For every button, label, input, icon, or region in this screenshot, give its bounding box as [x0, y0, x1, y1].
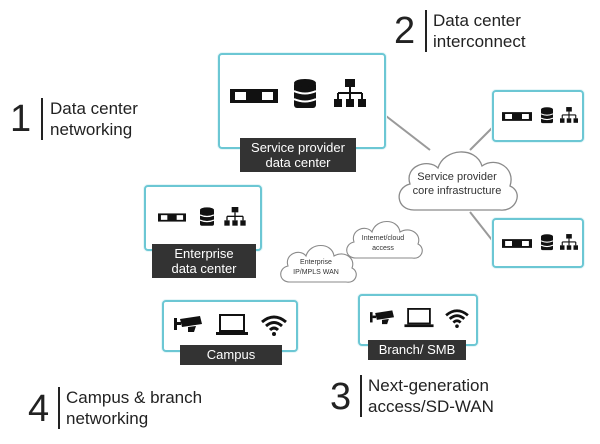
cloud-label-line1: Service provider — [417, 171, 497, 183]
section-divider — [360, 375, 362, 417]
network-topology-icon — [560, 107, 578, 123]
database-icon — [541, 107, 553, 124]
service-provider-dc-box[interactable] — [218, 53, 386, 149]
database-icon — [541, 234, 553, 251]
campus-tag: Campus — [180, 345, 282, 365]
link-bottom-right-core — [469, 211, 493, 241]
cloud-icon — [280, 244, 357, 283]
section-number: 2 — [394, 10, 416, 52]
laptop-icon — [216, 314, 248, 335]
network-topology-icon — [224, 207, 246, 226]
section-title-line2: networking — [50, 120, 133, 139]
branch-smb-tag: Branch/ SMB — [368, 340, 466, 360]
enterprise-dc-box[interactable] — [144, 185, 262, 251]
wifi-icon — [261, 315, 287, 336]
remote-dc-box-bottom[interactable] — [492, 218, 584, 268]
database-icon — [294, 79, 316, 108]
service-provider-dc-tag: Service provider data center — [240, 138, 356, 172]
network-topology-icon — [334, 79, 366, 107]
branch-smb-box[interactable] — [358, 294, 478, 346]
section-divider — [58, 387, 60, 429]
tag-line2: data center — [265, 155, 331, 170]
cloud-label-line2: IP/MPLS WAN — [293, 269, 339, 276]
tag-line1: Service provider — [251, 140, 345, 155]
section-title-line1: Next-generation — [368, 376, 489, 395]
link-sp-core — [385, 115, 431, 151]
cloud-label-line2: access — [372, 245, 394, 252]
database-icon — [200, 207, 214, 226]
remote-dc-box-top[interactable] — [492, 90, 584, 142]
wifi-icon — [445, 309, 469, 328]
link-top-right-core — [469, 127, 493, 151]
security-camera-icon — [174, 316, 202, 332]
cloud-label-line1: Enterprise — [300, 259, 332, 266]
section-number: 3 — [330, 376, 352, 418]
section-title-line1: Data center — [433, 11, 521, 30]
enterprise-dc-tag: Enterprise data center — [152, 244, 256, 278]
switch-icon — [158, 213, 186, 222]
switch-icon — [230, 89, 278, 103]
switch-icon — [502, 112, 532, 121]
section-divider — [425, 10, 427, 52]
section-divider — [41, 98, 43, 140]
section-title-line2: networking — [66, 409, 149, 428]
laptop-icon — [404, 308, 434, 328]
section-title-line1: Campus & branch — [66, 388, 203, 407]
section-number: 4 — [28, 388, 50, 430]
cloud-icon — [346, 220, 423, 259]
section-title-line2: interconnect — [433, 32, 526, 51]
section-number: 1 — [10, 98, 32, 140]
security-camera-icon — [370, 310, 394, 325]
cloud-label-line1: Internet/cloud — [361, 235, 405, 242]
network-topology-icon — [560, 234, 578, 250]
cloud-label-line2: core infrastructure — [412, 185, 502, 197]
section-title-line1: Data center — [50, 99, 138, 118]
cloud-icon — [398, 151, 518, 211]
tag-line2: data center — [171, 261, 237, 276]
tag-line1: Enterprise — [174, 246, 234, 261]
switch-icon — [502, 239, 532, 248]
section-title-line2: access/SD-WAN — [368, 397, 494, 416]
